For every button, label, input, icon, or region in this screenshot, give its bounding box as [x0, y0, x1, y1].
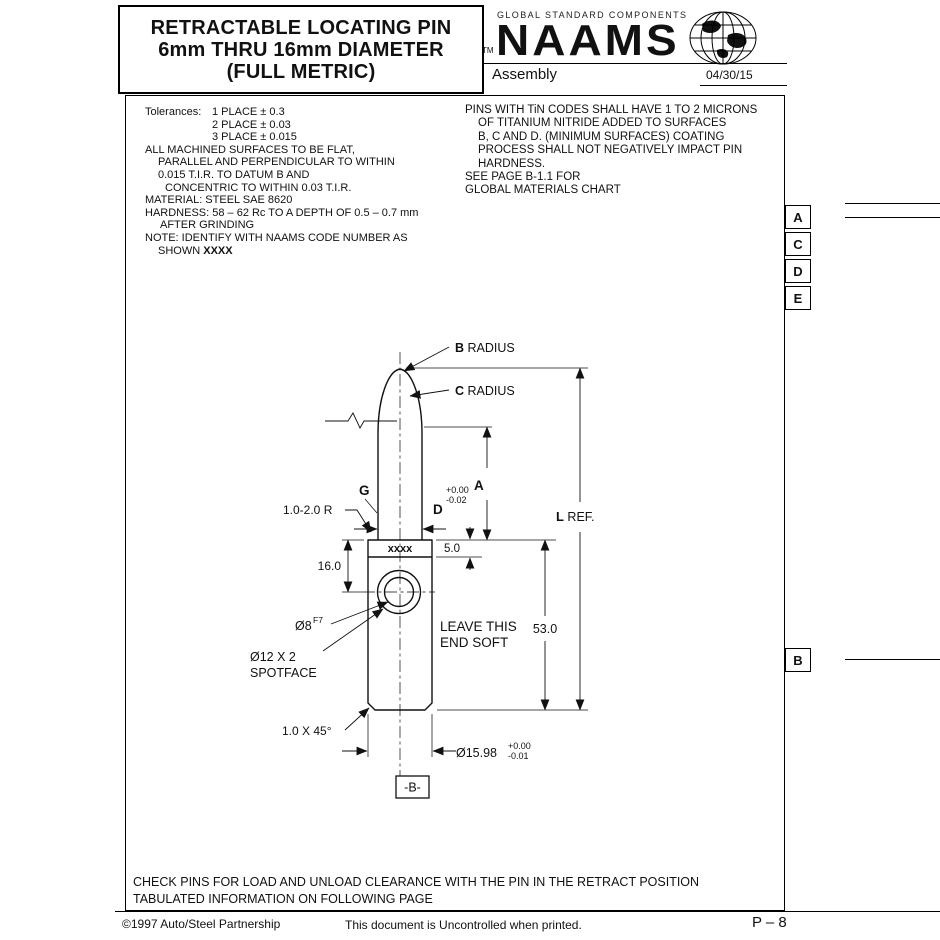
note-line: PROCESS SHALL NOT NEGATIVELY IMPACT PIN [478, 144, 743, 157]
note-line: B, C AND D. (MINIMUM SURFACES) COATING [478, 130, 725, 143]
page-title-line2: 6mm THRU 16mm DIAMETER [158, 38, 444, 61]
header-rule [483, 63, 787, 64]
tolerance-value: 2 PLACE ± 0.03 [212, 118, 291, 131]
date-underline [700, 85, 787, 86]
note-line: NOTE: IDENTIFY WITH NAAMS CODE NUMBER AS [145, 231, 408, 244]
note-line: SEE PAGE B-1.1 FOR [465, 171, 581, 184]
note-line: HARDNESS. [478, 157, 546, 170]
note-line: PARALLEL AND PERPENDICULAR TO WITHIN [158, 156, 395, 169]
note-line-text: SHOWN [158, 244, 204, 257]
assembly-label: Assembly [492, 66, 558, 83]
note-line: ALL MACHINED SURFACES TO BE FLAT, [145, 143, 355, 156]
brand-logo-text: NAAMS [496, 14, 680, 65]
tolerance-value: 1 PLACE ± 0.3 [212, 106, 285, 118]
note-line: GLOBAL MATERIALS CHART [465, 184, 621, 197]
title-block: RETRACTABLE LOCATING PIN 6mm THRU 16mm D… [118, 5, 484, 94]
uncontrolled-document-text: This document is Uncontrolled when print… [345, 918, 582, 932]
coating-notes: PINS WITH TiN CODES SHALL HAVE 1 TO 2 MI… [465, 104, 757, 198]
note-line: OF TITANIUM NITRIDE ADDED TO SURFACES [478, 117, 727, 130]
check-clearance-note: CHECK PINS FOR LOAD AND UNLOAD CLEARANCE… [133, 875, 700, 889]
note-line: CONCENTRIC TO WITHIN 0.03 T.I.R. [165, 181, 352, 194]
zone-marker-e: E [785, 286, 811, 310]
zone-marker-d: D [785, 259, 811, 283]
page-number: P – 8 [752, 914, 787, 931]
sheet-border [125, 95, 785, 911]
footer-divider [115, 911, 940, 912]
brand-tagline: GLOBAL STANDARD COMPONENTS [497, 10, 688, 20]
note-line: 0.015 T.I.R. TO DATUM B AND [158, 168, 310, 181]
zone-tick-line [845, 203, 940, 204]
note-line: HARDNESS: 58 – 62 Rc TO A DEPTH OF 0.5 –… [145, 206, 419, 219]
tolerance-value: 3 PLACE ± 0.015 [212, 131, 297, 144]
note-line: MATERIAL: STEEL SAE 8620 [145, 194, 293, 207]
note-line: PINS WITH TiN CODES SHALL HAVE 1 TO 2 MI… [465, 104, 758, 116]
note-line: AFTER GRINDING [160, 219, 255, 232]
code-placeholder: XXXX [203, 244, 233, 257]
page-title-line3: (FULL METRIC) [226, 60, 376, 83]
zone-marker-a: A [785, 205, 811, 229]
note-line: Tolerances: 1 PLACE ± 0.3 [145, 106, 418, 119]
zone-tick-line [845, 659, 940, 660]
general-notes: Tolerances: 1 PLACE ± 0.3 2 PLACE ± 0.03… [145, 106, 418, 257]
zone-marker-b: B [785, 648, 811, 672]
globe-icon [689, 11, 757, 65]
copyright-text: ©1997 Auto/Steel Partnership [122, 917, 281, 931]
page-title-line1: RETRACTABLE LOCATING PIN [150, 16, 452, 39]
revision-date: 04/30/15 [706, 68, 753, 82]
zone-marker-c: C [785, 232, 811, 256]
note-line: SHOWN XXXX [145, 245, 418, 258]
zone-tick-line [845, 217, 940, 218]
tabulated-info-note: TABULATED INFORMATION ON FOLLOWING PAGE [133, 892, 433, 906]
trademark-label: TM [482, 46, 494, 55]
tolerances-label: Tolerances: [145, 106, 202, 118]
